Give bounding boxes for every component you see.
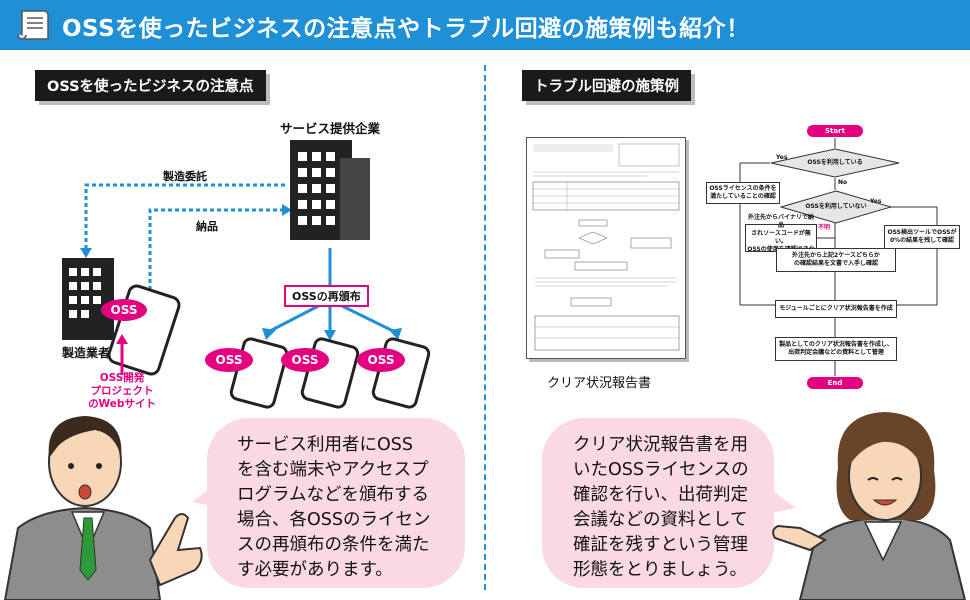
businesswoman-illustration [772,412,967,600]
manufacturer-building-icon [62,258,114,340]
oss-badge-device-1: OSS [205,348,253,372]
flow-decision-2-shape [780,190,892,224]
flow-no-1: No [838,179,848,186]
left-heading: OSSを使ったビジネスの注意点 [35,70,266,101]
report-caption: クリア状況報告書 [547,376,652,391]
service-building-icon [290,140,370,240]
right-speech-bubble [542,418,774,588]
oss-business-diagram [62,140,431,409]
scroll-icon [14,5,54,45]
flow-box-vendor: 外注先から上記2ケースどちらか の確認結果を文書で入手し確認 [776,248,896,272]
manufacturer-label: 製造業者 [62,346,111,360]
outsourcing-label: 製造委託 [163,170,207,183]
right-bubble-text: クリア状況報告書を用 いたOSSライセンスの 確認を行い、出荷判定 会議などの資… [573,435,749,580]
flow-box-meeting: 製品としてのクリア状況報告書を作成し、 出荷判定会議などの資料として管理 [775,337,897,361]
oss-badge-device-2: OSS [281,348,329,372]
flow-unknown: 不明 [818,224,831,231]
manufacturer-device-icon [107,284,181,376]
title-banner [0,0,970,50]
businessman-illustration [3,416,203,600]
right-bubble-tail [766,486,796,514]
flow-decision-1: OSSを利用している [807,159,863,166]
flow-start: Start [807,125,863,137]
oss-badge-manufacturer: OSS [101,299,147,321]
oss-badge-device-3: OSS [357,348,405,372]
flow-yes-2: Yes [870,198,882,205]
redistribution-label: OSSの再頒布 [284,285,369,307]
flowchart-connectors [739,138,938,376]
service-provider-label: サービス提供企業 [280,121,381,136]
flow-yes-1: Yes [776,154,788,161]
flow-box-binary: 外注先からバイナリで納品 されソースコードが無い。 OSSの使用を確認できない [745,214,817,261]
delivery-label: 納品 [196,220,218,233]
center-divider [484,65,486,590]
flow-box-conditions: OSSライセンスの条件を 満たしていることの確認 [706,182,780,204]
flow-box-tool: OSS検出ツールでOSSが 0%の結果を残して確認 [884,225,960,249]
flow-end: End [807,377,863,389]
right-heading: トラブル回避の施策例 [522,70,691,101]
left-bubble-text: サービス利用者にOSS を含む端末やアクセスプ ログラムなどを頒布する 場合、各… [237,435,431,580]
left-speech-bubble [207,418,465,588]
oss-project-label: OSS開発 プロジェクト のWebサイト [88,372,156,410]
banner-title: OSSを使ったビジネスの注意点やトラブル回避の施策例も紹介！ [62,16,750,42]
flow-decision-1-shape [770,148,900,178]
flow-decision-2: OSSを利用していない [805,203,867,210]
left-bubble-tail [192,480,222,508]
clear-status-report-thumbnail [526,137,686,359]
flow-box-report: モジュールごとにクリア状況報告書を作成 [775,300,897,318]
